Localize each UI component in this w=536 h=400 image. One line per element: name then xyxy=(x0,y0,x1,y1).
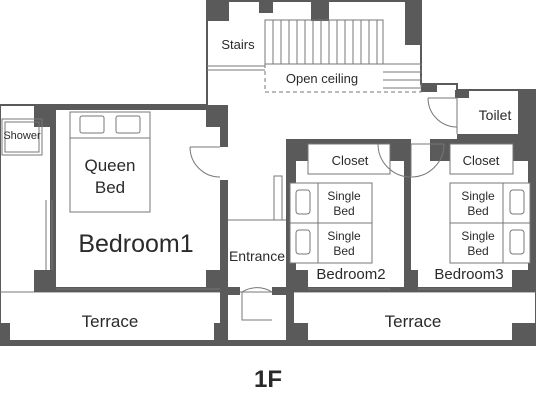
bedroom2: Closet Single Bed Single Bed Bedroom2 xyxy=(289,143,412,290)
terraces: Terrace Terrace xyxy=(82,312,442,331)
stairs: Stairs Open ceiling xyxy=(207,19,422,93)
floor-label: 1F xyxy=(254,366,282,393)
toilet-label: Toilet xyxy=(479,107,512,123)
toilet: Toilet xyxy=(427,97,512,134)
pillow xyxy=(509,229,525,255)
shower-label: Shower xyxy=(3,130,41,142)
pillow xyxy=(295,189,311,215)
single-bed-label-2: Bed xyxy=(467,204,488,218)
shower: Shower xyxy=(1,118,43,156)
stairs-label: Stairs xyxy=(221,37,255,52)
single-bed-label-2: Bed xyxy=(333,244,354,258)
pillow xyxy=(295,229,311,255)
single-bed-label-1: Single xyxy=(327,189,361,203)
terrace-right-label: Terrace xyxy=(385,312,442,331)
terrace-left-label: Terrace xyxy=(82,312,139,331)
closet2-label: Closet xyxy=(332,153,369,168)
queen-bed-label-2: Bed xyxy=(95,178,125,197)
bedroom3-door xyxy=(410,143,445,178)
bedroom2-label: Bedroom2 xyxy=(316,266,385,283)
bedroom3: Closet Single Bed Single Bed Bedroom3 xyxy=(410,143,531,290)
entrance-label: Entrance xyxy=(229,248,285,264)
single-bed-label-2: Bed xyxy=(467,244,488,258)
entrance-door xyxy=(241,287,273,321)
bedroom2-door xyxy=(377,143,412,178)
closet2 xyxy=(307,143,391,175)
bedroom1-door xyxy=(189,146,221,178)
pillow xyxy=(115,115,141,134)
entrance: Entrance xyxy=(228,175,286,321)
bedroom1: Queen Bed Bedroom1 xyxy=(45,111,221,290)
queen-bed-label-1: Queen xyxy=(84,156,135,175)
single-bed-label-2: Bed xyxy=(333,204,354,218)
closet3 xyxy=(449,143,514,175)
open-ceiling-label: Open ceiling xyxy=(286,71,358,86)
single-bed-label-1: Single xyxy=(327,229,361,243)
bedroom3-label: Bedroom3 xyxy=(434,266,503,283)
closet3-label: Closet xyxy=(463,153,500,168)
pillow xyxy=(509,189,525,215)
bedroom1-label: Bedroom1 xyxy=(78,230,193,258)
single-bed-label-1: Single xyxy=(461,229,495,243)
single-bed-label-1: Single xyxy=(461,189,495,203)
pillow xyxy=(79,115,105,134)
